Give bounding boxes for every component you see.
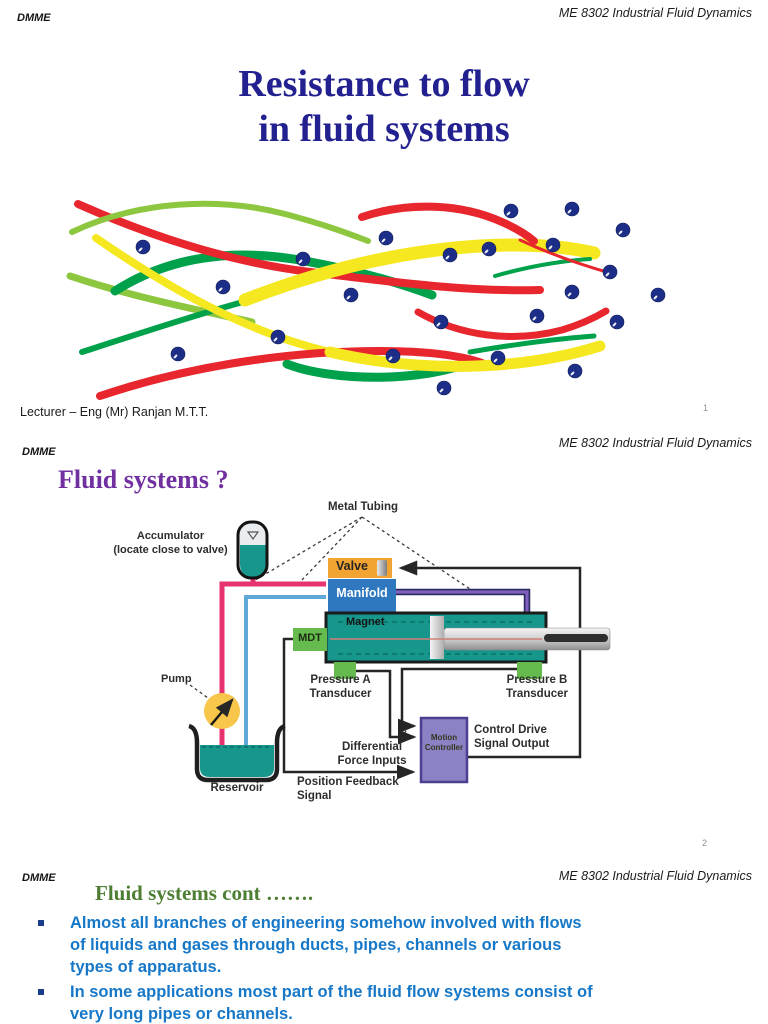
pressure-a-transducer-block [334,662,356,679]
label-magnet: Magnet [346,616,385,628]
slide1-header-right: ME 8302 Industrial Fluid Dynamics [558,6,752,20]
label-control-drive: Control Drive Signal Output [474,724,550,750]
slide2-title: Fluid systems ? [58,465,229,494]
bullet-marker [38,989,44,995]
slide1-title: Resistance to flow in fluid systems [238,63,530,150]
pump-symbol [204,693,240,729]
label-mdt: MDT [298,632,322,644]
slide2-header-left: DMME [22,446,56,458]
label-pressure-b: Pressure B Transducer [506,674,568,700]
slide3-header-right: ME 8302 Industrial Fluid Dynamics [558,869,752,883]
slide-2: DMME ME 8302 Industrial Fluid Dynamics F… [0,427,768,855]
label-valve: Valve [336,559,368,573]
hydraulic-system-diagram [188,516,611,784]
slide2-page-number: 2 [702,838,708,848]
label-position-feedback: Position Feedback Signal [297,776,399,802]
bullet-item: Almost all branches of engineering someh… [38,912,582,978]
slide3-header-left: DMME [22,872,56,884]
bullet-marker [38,920,44,926]
label-motion-controller: Motion Controller [424,733,464,752]
label-pump: Pump [161,673,192,685]
label-manifold: Manifold [336,586,388,600]
bullet-text: Almost all branches of engineering someh… [70,914,582,976]
slide2-header-right: ME 8302 Industrial Fluid Dynamics [558,436,752,450]
hydraulic-cylinder [324,611,611,664]
bullet-text: In some applications most part of the fl… [70,983,593,1023]
piston [430,616,444,659]
label-differential-force: Differential Force Inputs [337,741,407,767]
blue-tube [244,595,326,774]
accumulator-vessel [236,520,269,580]
particle-balls [135,201,666,396]
mdt-sensor [293,628,327,651]
slide3-title: Fluid systems cont ……. [95,881,314,905]
reservoir-tank [188,723,286,783]
pressure-b-transducer-block [517,662,542,679]
purple-tube [396,590,529,614]
signal-wires [282,560,582,780]
slide1-header-left: DMME [17,12,51,24]
label-reservoir: Reservoir [210,782,264,794]
slide-3: DMME ME 8302 Industrial Fluid Dynamics F… [0,855,768,1024]
flow-artwork [66,200,666,400]
slide1-page-number: 1 [703,403,709,413]
label-metal-tubing: Metal Tubing [327,501,399,513]
valve-actuator [377,560,387,576]
slide-1: DMME ME 8302 Industrial Fluid Dynamics R… [0,0,768,427]
motion-controller-box [419,716,469,784]
label-pressure-a: Pressure A Transducer [309,674,372,700]
label-accumulator: Accumulator (locate close to valve) [113,530,228,556]
manifold-body [328,579,396,612]
lecturer-credit: Lecturer – Eng (Mr) Ranjan M.T.T. [20,405,209,419]
valve-body [328,558,392,578]
bullet-item: In some applications most part of the fl… [38,981,593,1024]
